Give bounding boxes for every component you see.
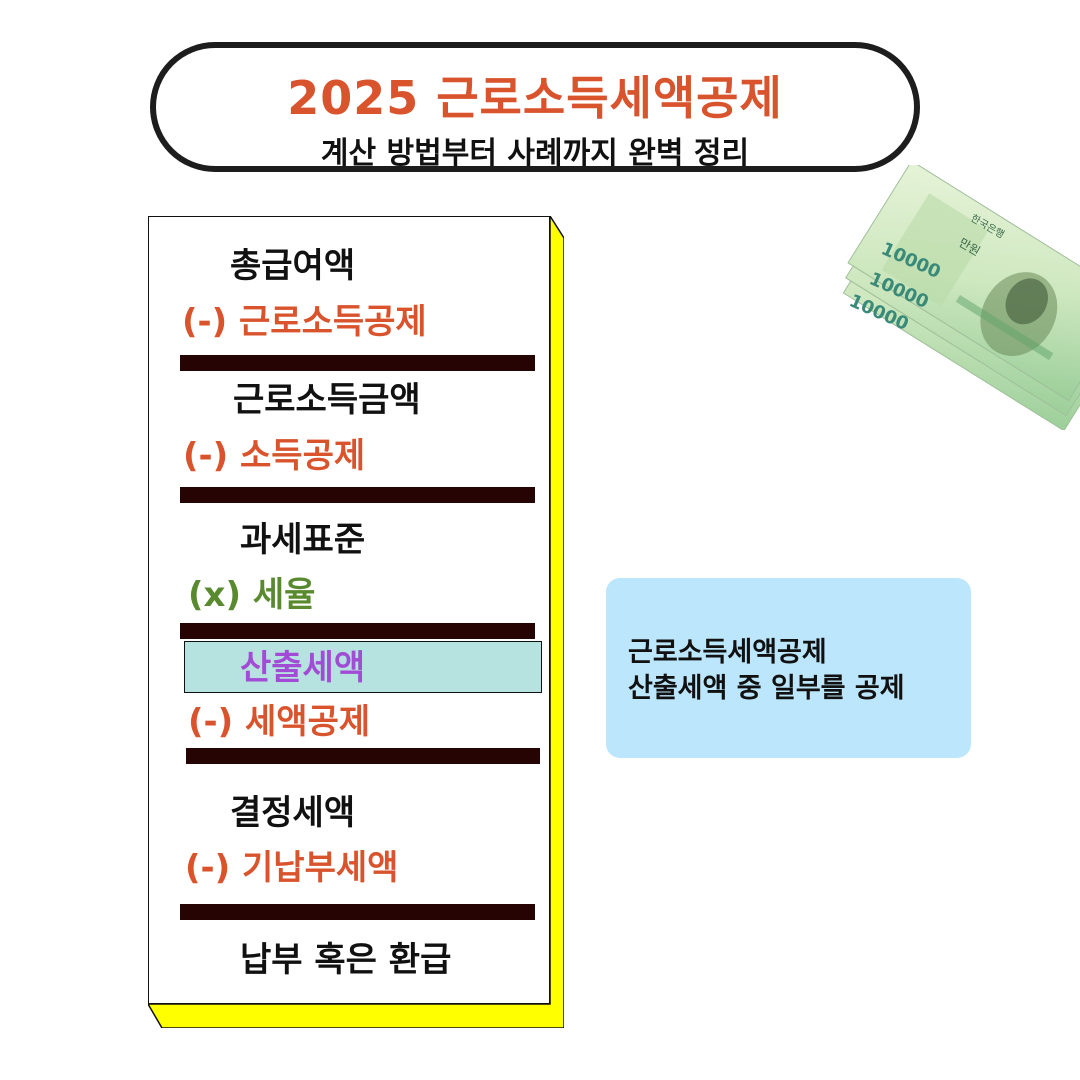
result-label: 납부 혹은 환급 <box>240 940 452 980</box>
earned-income-amount-label: 근로소득금액 <box>233 380 421 420</box>
card-3d-shadow <box>148 216 564 1028</box>
tax-base-label: 과세표준 <box>240 520 366 560</box>
divider-bar <box>180 904 535 920</box>
info-description: 산출세액 중 일부를 공제 <box>628 673 905 704</box>
determined-tax-label: 결정세액 <box>230 793 356 833</box>
page-title: 2025 근로소득세액공제 <box>287 71 783 125</box>
tax-flow-card <box>148 216 550 1004</box>
divider-bar <box>180 355 535 371</box>
earned-income-deduction-label: (-) 근로소득공제 <box>182 302 427 342</box>
page-subtitle: 계산 방법부터 사례까지 완벽 정리 <box>320 136 750 171</box>
income-deduction-label: (-) 소득공제 <box>183 436 366 476</box>
info-title: 근로소득세액공제 <box>628 637 827 668</box>
calculated-tax-label: 산출세액 <box>240 648 366 688</box>
divider-bar <box>180 623 535 639</box>
divider-bar <box>186 748 540 764</box>
title-banner: 2025 근로소득세액공제 계산 방법부터 사례까지 완벽 정리 <box>150 42 920 172</box>
info-callout: 근로소득세액공제 산출세액 중 일부를 공제 <box>606 578 971 758</box>
divider-bar <box>180 487 535 503</box>
tax-rate-label: (x) 세율 <box>188 575 316 615</box>
banknote-image: 10000 10000 10000 한국은행 만원 <box>840 160 1080 432</box>
prepaid-tax-label: (-) 기납부세액 <box>185 848 399 888</box>
calculated-tax-box <box>184 641 542 693</box>
tax-credit-label: (-) 세액공제 <box>188 702 371 742</box>
gross-salary-label: 총급여액 <box>230 246 356 286</box>
